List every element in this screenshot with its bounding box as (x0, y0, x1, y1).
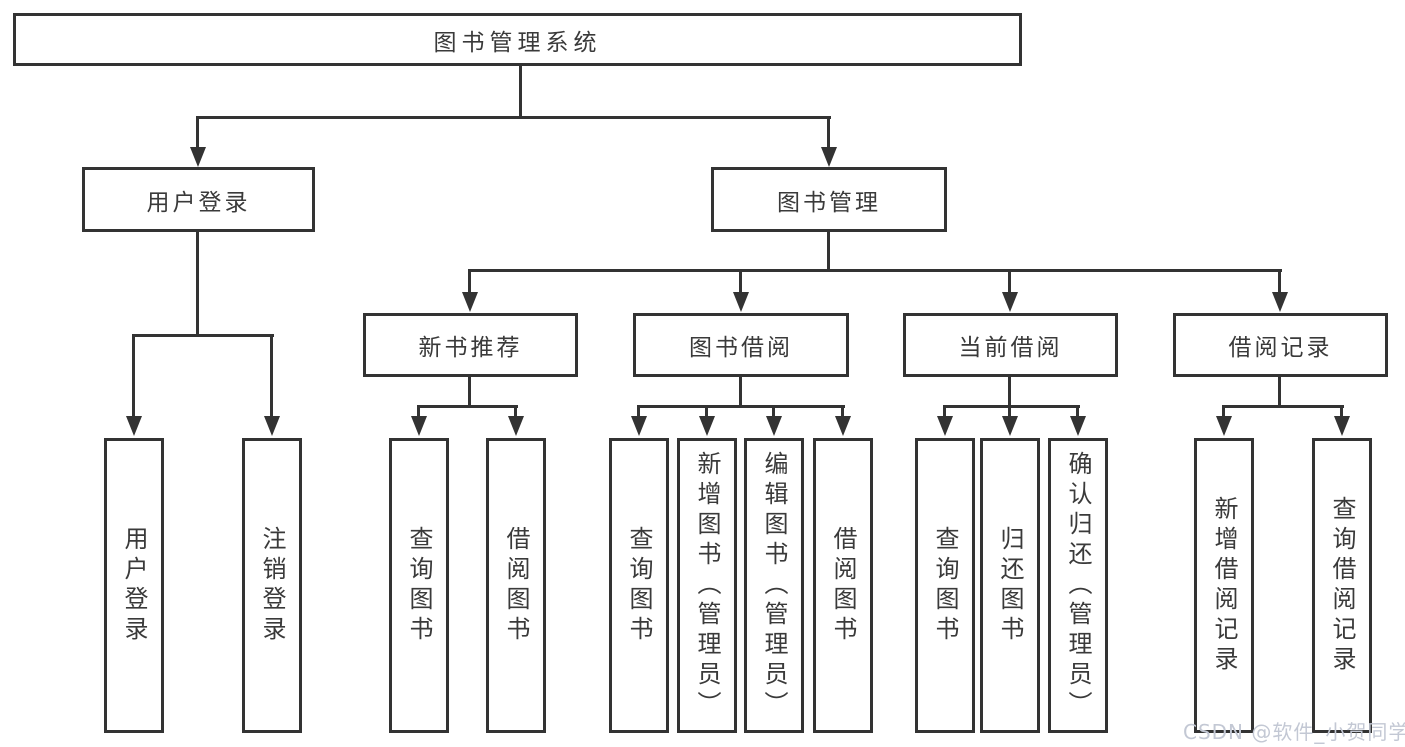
connector-root-drop (519, 66, 522, 119)
connector-shaft (417, 405, 420, 418)
arrow-down-icon (1216, 416, 1232, 436)
connector-shaft (1222, 405, 1225, 418)
arrow-down-icon (126, 416, 142, 436)
connector-shaft (1008, 405, 1011, 418)
node-label: 借阅图书 (829, 525, 857, 646)
connector-shaft (1008, 269, 1011, 295)
connector-current-drop (1008, 377, 1011, 408)
arrow-down-icon (1334, 416, 1350, 436)
connector-shaft (132, 334, 135, 418)
node-library-management-system: 图书管理系统 (13, 13, 1022, 66)
connector-borrow-drop (739, 377, 742, 408)
leaf-user-login: 用户登录 (104, 438, 164, 733)
arrow-down-icon (1002, 292, 1018, 312)
connector-shaft (1076, 405, 1079, 418)
connector-recommend-drop (468, 377, 471, 408)
arrow-down-icon (699, 416, 715, 436)
node-label: 归还图书 (996, 525, 1024, 646)
connector-shaft (943, 405, 946, 418)
arrow-down-icon (1002, 416, 1018, 436)
node-user-login: 用户登录 (82, 167, 315, 232)
node-current-borrowing: 当前借阅 (903, 313, 1118, 377)
arrow-down-icon (462, 292, 478, 312)
node-label: 查询图书 (405, 525, 433, 646)
connector-current-branch (943, 405, 1080, 408)
connector-shaft (270, 334, 273, 418)
connector-shaft (772, 405, 775, 418)
connector-records-drop (1278, 377, 1281, 408)
leaf-add-books-admin: 新增图书（管理员） (677, 438, 737, 733)
connector-shaft-book-management (827, 116, 830, 150)
connector-user-login-drop (196, 232, 199, 337)
connector-book-management-drop (827, 232, 830, 272)
node-label: 新增借阅记录 (1210, 495, 1238, 676)
node-label: 借阅记录 (1228, 335, 1333, 361)
node-label: 确认归还（管理员） (1064, 450, 1092, 721)
leaf-logout: 注销登录 (242, 438, 302, 733)
node-new-book-recommendation: 新书推荐 (363, 313, 578, 377)
node-book-management: 图书管理 (711, 167, 947, 232)
connector-shaft (739, 269, 742, 295)
node-label: 查询借阅记录 (1328, 495, 1356, 676)
connector-shaft (514, 405, 517, 418)
leaf-edit-books-admin: 编辑图书（管理员） (744, 438, 804, 733)
csdn-watermark: CSDN @软件_小贺同学 (1183, 720, 1405, 744)
connector-shaft (637, 405, 640, 418)
node-label: 图书管理 (777, 189, 881, 216)
arrow-down-icon (835, 416, 851, 436)
leaf-query-books-recommend: 查询图书 (389, 438, 449, 733)
arrow-down-icon (937, 416, 953, 436)
node-label: 查询图书 (931, 525, 959, 646)
leaf-add-borrow-record: 新增借阅记录 (1194, 438, 1254, 733)
leaf-borrow-books-recommend: 借阅图书 (486, 438, 546, 733)
connector-shaft (468, 269, 471, 295)
arrow-down-icon (190, 147, 206, 167)
connector-borrow-branch (637, 405, 845, 408)
connector-root-branch (196, 116, 831, 119)
leaf-confirm-return-admin: 确认归还（管理员） (1048, 438, 1108, 733)
leaf-query-books-borrow: 查询图书 (609, 438, 669, 733)
leaf-query-books-current: 查询图书 (915, 438, 975, 733)
arrow-down-icon (411, 416, 427, 436)
arrow-down-icon (631, 416, 647, 436)
connector-records-branch (1222, 405, 1344, 408)
arrow-down-icon (508, 416, 524, 436)
node-borrowing-records: 借阅记录 (1173, 313, 1388, 377)
node-label: 借阅图书 (502, 525, 530, 646)
node-label: 查询图书 (625, 525, 653, 646)
connector-user-login-branch (132, 334, 274, 337)
connector-shaft (705, 405, 708, 418)
arrow-down-icon (1070, 416, 1086, 436)
node-label: 新书推荐 (418, 335, 523, 361)
node-label: 用户登录 (120, 525, 148, 646)
arrow-down-icon (1272, 292, 1288, 312)
node-book-borrowing: 图书借阅 (633, 313, 849, 377)
connector-shaft-user-login (196, 116, 199, 150)
connector-shaft (841, 405, 844, 418)
connector-recommend-branch (417, 405, 518, 408)
connector-shaft (1278, 269, 1281, 295)
node-label: 新增图书（管理员） (693, 450, 721, 721)
connector-book-management-branch (468, 269, 1282, 272)
arrow-down-icon (733, 292, 749, 312)
leaf-borrow-books: 借阅图书 (813, 438, 873, 733)
node-label: 注销登录 (258, 525, 286, 646)
arrow-down-icon (821, 147, 837, 167)
node-label: 编辑图书（管理员） (760, 450, 788, 721)
node-label: 当前借阅 (958, 335, 1063, 361)
leaf-query-borrow-record: 查询借阅记录 (1312, 438, 1372, 733)
leaf-return-books: 归还图书 (980, 438, 1040, 733)
node-label: 图书借阅 (689, 335, 793, 361)
arrow-down-icon (766, 416, 782, 436)
arrow-down-icon (264, 416, 280, 436)
node-label: 用户登录 (146, 189, 251, 216)
connector-shaft (1340, 405, 1343, 418)
node-label: 图书管理系统 (433, 29, 602, 56)
